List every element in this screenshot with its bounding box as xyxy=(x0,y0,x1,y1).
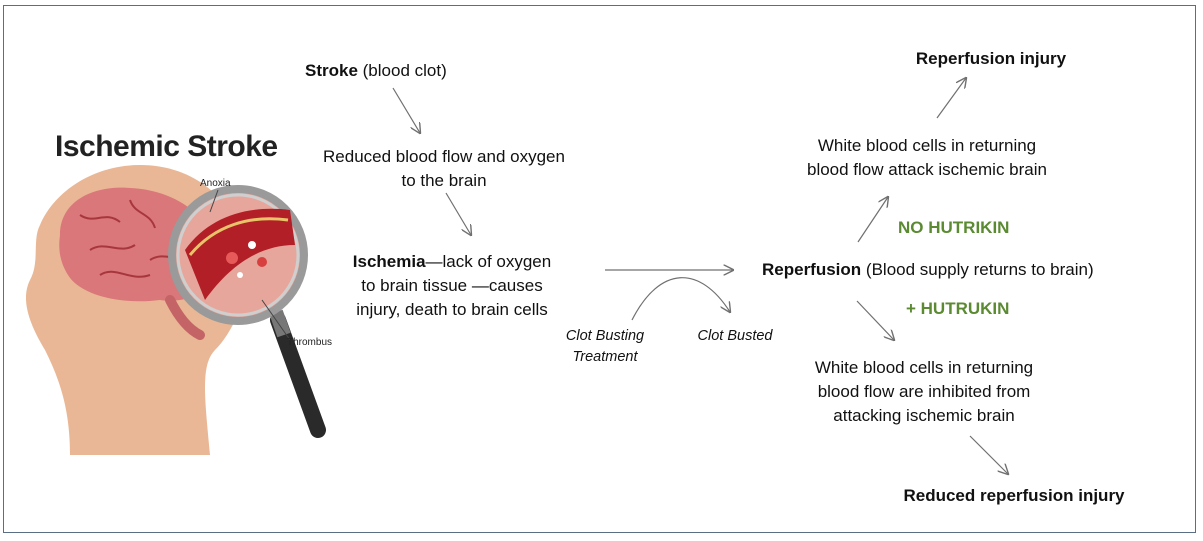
reduced-injury-node: Reduced reperfusion injury xyxy=(903,486,1125,505)
arrow-to-reduced-injury xyxy=(969,435,1008,474)
ischemia-bold: Ischemia xyxy=(352,252,426,271)
diagram-frame xyxy=(3,5,1196,533)
reperfusion-rest: (Blood supply returns to brain) xyxy=(861,260,1094,279)
arrow-reduced-to-ischemia xyxy=(445,192,471,235)
no-hutrikin-label: NO HUTRIKIN xyxy=(898,218,1010,237)
attack-line-2: blood flow attack ischemic brain xyxy=(806,160,1047,179)
attack-line-1: White blood cells in returning xyxy=(817,136,1037,155)
clot-busting-line-1: Clot Busting xyxy=(565,328,645,344)
inhibited-line-1: White blood cells in returning xyxy=(814,358,1034,377)
reperfusion-injury-node: Reperfusion injury xyxy=(915,49,1067,68)
anoxia-label: Anoxia xyxy=(200,178,231,189)
stroke-node: Stroke (blood clot) xyxy=(305,59,447,83)
reduced-flow-line-1: Reduced blood flow and oxygen xyxy=(323,147,565,166)
arrow-to-inhibited xyxy=(856,300,894,340)
reduced-flow-node: Reduced blood flow and oxygen to the bra… xyxy=(308,145,580,193)
inhibited-line-3: attacking ischemic brain xyxy=(833,406,1015,425)
plus-hutrukin-label: + HUTRUKIN xyxy=(906,299,1010,318)
arrow-to-attack xyxy=(857,197,888,243)
illustration-title: Ischemic Stroke xyxy=(55,130,278,163)
arrow-stroke-to-reduced xyxy=(392,87,420,133)
reperfusion-bold: Reperfusion xyxy=(762,260,862,279)
clot-busted-label: Clot Busted xyxy=(697,328,773,344)
ischemia-line-3: injury, death to brain cells xyxy=(356,300,548,319)
ischemia-line1-rest: —lack of oxygen xyxy=(425,252,552,271)
stroke-bold: Stroke xyxy=(305,61,358,80)
arrow-clot-busting-curve xyxy=(631,277,730,321)
reperfusion-node: Reperfusion (Blood supply returns to bra… xyxy=(762,258,1094,282)
arrow-to-reperfusion-injury xyxy=(936,78,966,119)
reduced-flow-line-2: to the brain xyxy=(401,171,487,190)
thrombus-label: Thrombus xyxy=(287,337,333,348)
stroke-rest: (blood clot) xyxy=(357,61,447,80)
ischemia-line-1: Ischemia—lack of oxygen xyxy=(338,250,566,274)
magnifier-handle xyxy=(270,312,326,438)
inhibited-node: White blood cells in returning blood flo… xyxy=(786,356,1062,428)
clot-busting-line-2: Treatment xyxy=(572,349,638,365)
clot-busting-label: Clot Busting Treatment xyxy=(555,326,655,368)
attack-node: White blood cells in returning blood flo… xyxy=(786,134,1068,182)
ischemia-line-2: to brain tissue —causes xyxy=(361,276,543,295)
ischemia-node: Ischemia—lack of oxygen to brain tissue … xyxy=(338,250,566,322)
inhibited-line-2: blood flow are inhibited from xyxy=(817,382,1031,401)
